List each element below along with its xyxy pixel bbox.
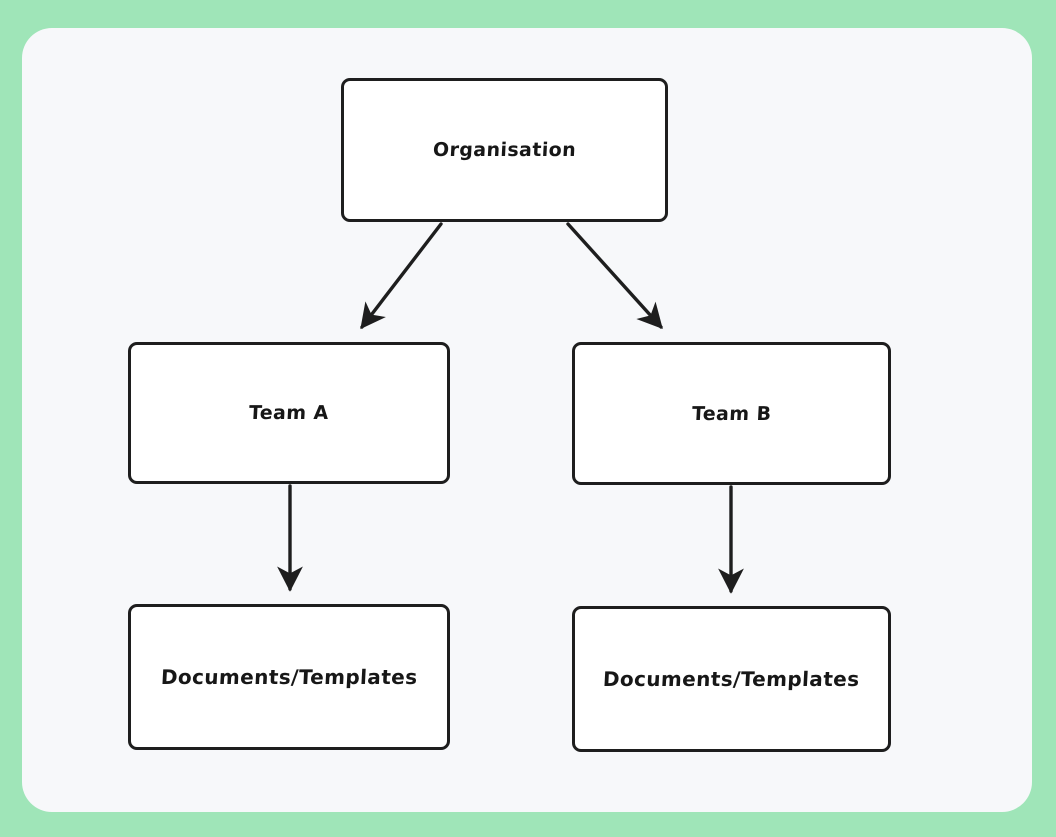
node-team-a-label: Team A xyxy=(248,402,330,424)
node-documents-templates-a[interactable]: Documents/Templates xyxy=(128,604,450,750)
edge-organisation-to-team-a xyxy=(360,222,443,330)
node-documents-templates-b[interactable]: Documents/Templates xyxy=(572,606,891,752)
node-documents-templates-b-label: Documents/Templates xyxy=(602,667,861,691)
node-team-a[interactable]: Team A xyxy=(128,342,450,484)
node-team-b[interactable]: Team B xyxy=(572,342,891,485)
edge-organisation-to-team-b xyxy=(566,222,663,330)
node-organisation-label: Organisation xyxy=(432,139,577,161)
node-organisation[interactable]: Organisation xyxy=(341,78,668,222)
node-team-b-label: Team B xyxy=(691,402,772,425)
node-documents-templates-a-label: Documents/Templates xyxy=(160,665,418,689)
